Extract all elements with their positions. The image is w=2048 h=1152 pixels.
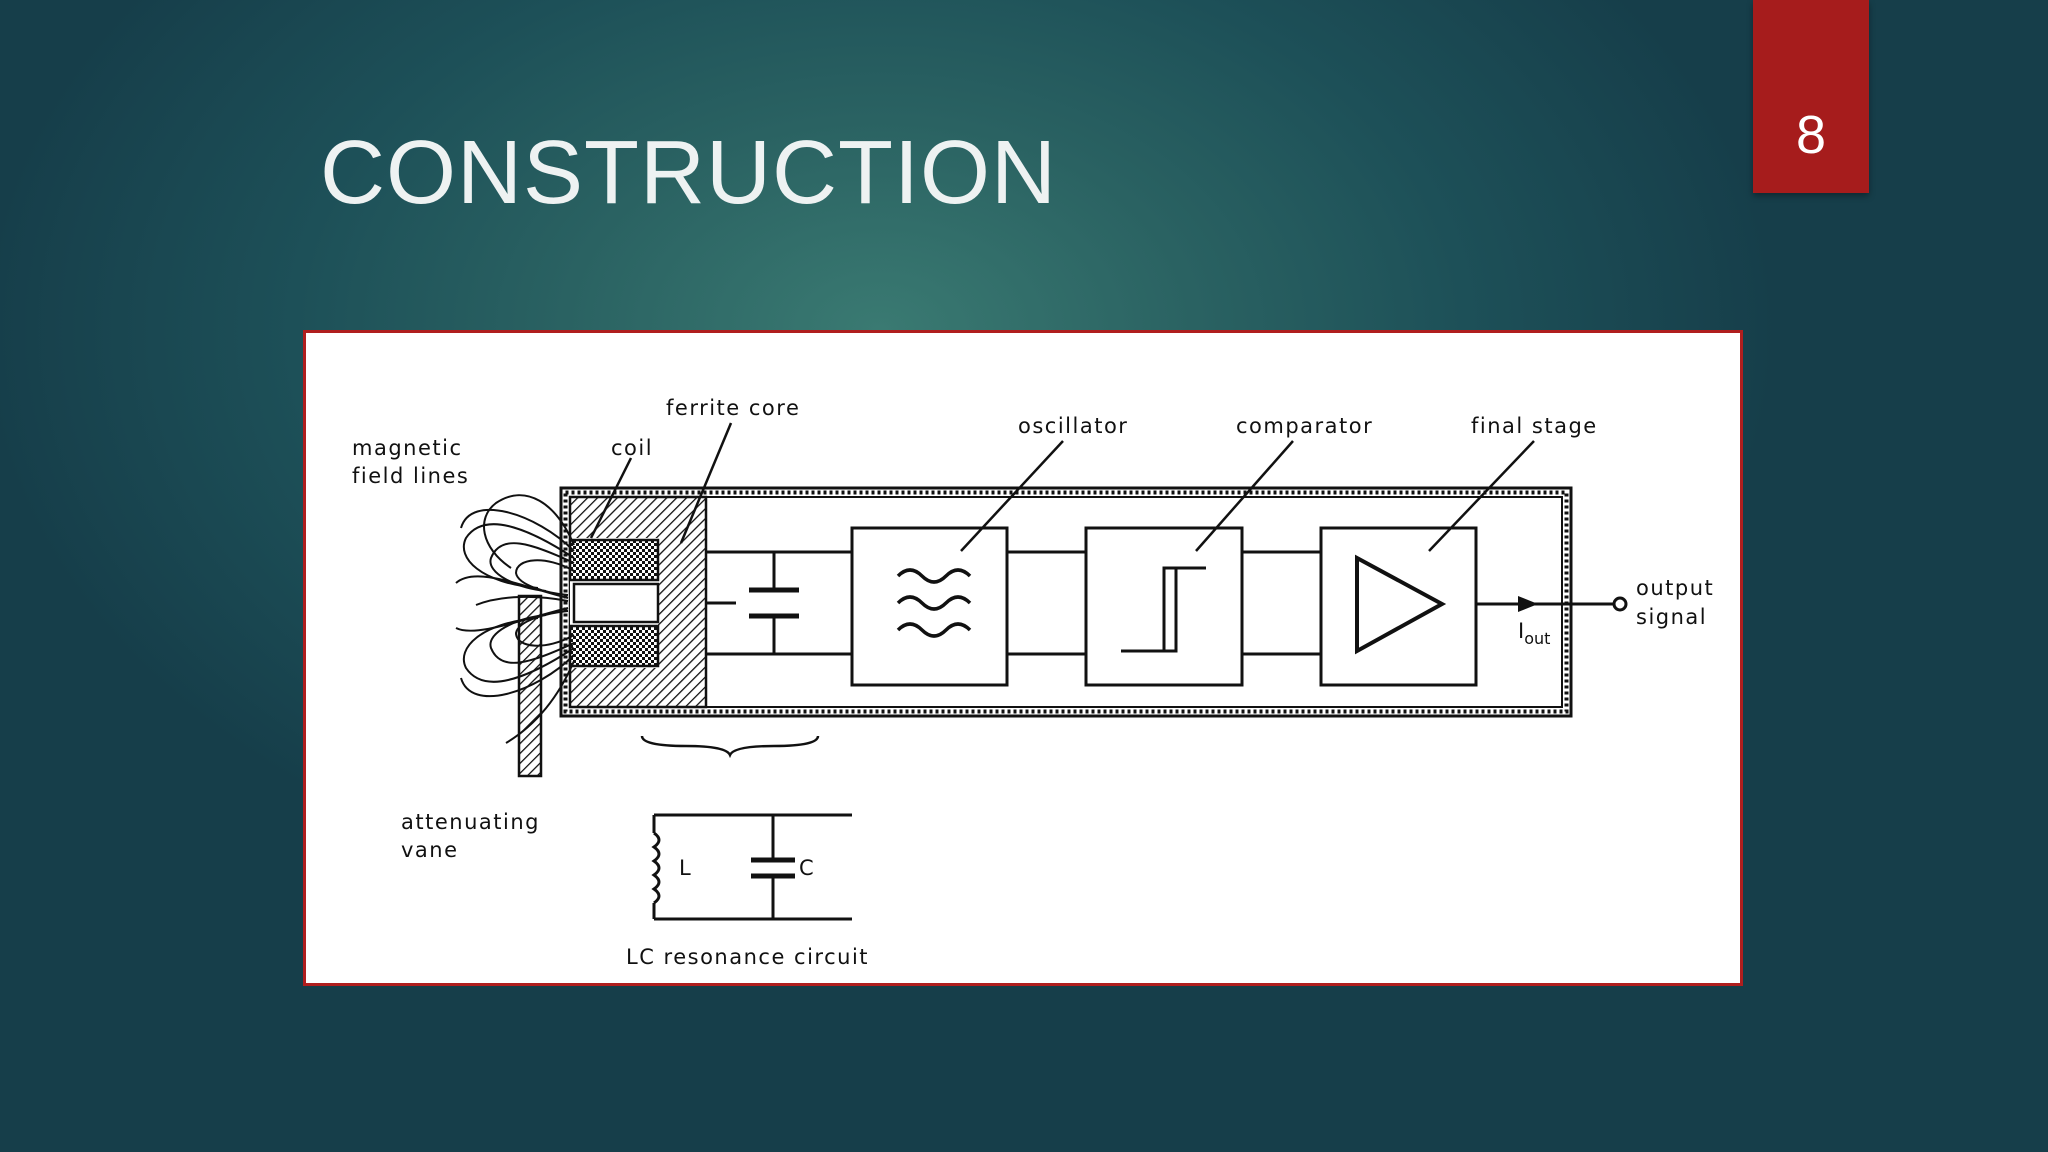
magnetic-field-label-2: field lines <box>352 464 469 488</box>
magnetic-field-label-1: magnetic <box>352 436 463 460</box>
ferrite-brace <box>640 735 820 759</box>
output-label-1: output <box>1636 576 1714 600</box>
iout-label: Iout <box>1518 619 1550 648</box>
inductor-label: L <box>679 856 692 880</box>
comparator-block <box>1084 526 1244 687</box>
final-stage-label: final stage <box>1471 414 1598 438</box>
tank-capacitor <box>706 550 852 656</box>
sensor-diagram: magnetic field lines coil ferrite core o… <box>352 396 1714 969</box>
diagram-frame: magnetic field lines coil ferrite core o… <box>303 330 1743 986</box>
slide-title: CONSTRUCTION <box>320 123 1057 223</box>
output-terminal <box>1476 596 1628 612</box>
ferrite-core-label: ferrite core <box>666 396 800 420</box>
final-stage-block <box>1319 526 1478 687</box>
leader-lines <box>589 422 1535 552</box>
page-number-badge: 8 <box>1753 0 1869 193</box>
vane-label-1: attenuating <box>401 810 540 834</box>
page-number: 8 <box>1795 105 1827 165</box>
oscillator-block <box>850 526 1009 687</box>
connection-lines <box>1007 550 1321 656</box>
capacitor-label: C <box>799 856 815 880</box>
oscillator-label: oscillator <box>1018 414 1128 438</box>
lc-circuit-schematic <box>651 813 852 921</box>
coil-winding <box>568 538 660 668</box>
magnetic-field-lines <box>455 494 575 744</box>
lc-circuit-label: LC resonance circuit <box>626 945 869 969</box>
comparator-label: comparator <box>1236 414 1373 438</box>
output-label-2: signal <box>1636 605 1707 629</box>
coil-label: coil <box>611 436 653 460</box>
sensor-housing <box>559 486 1573 718</box>
vane-label-2: vane <box>401 838 459 862</box>
